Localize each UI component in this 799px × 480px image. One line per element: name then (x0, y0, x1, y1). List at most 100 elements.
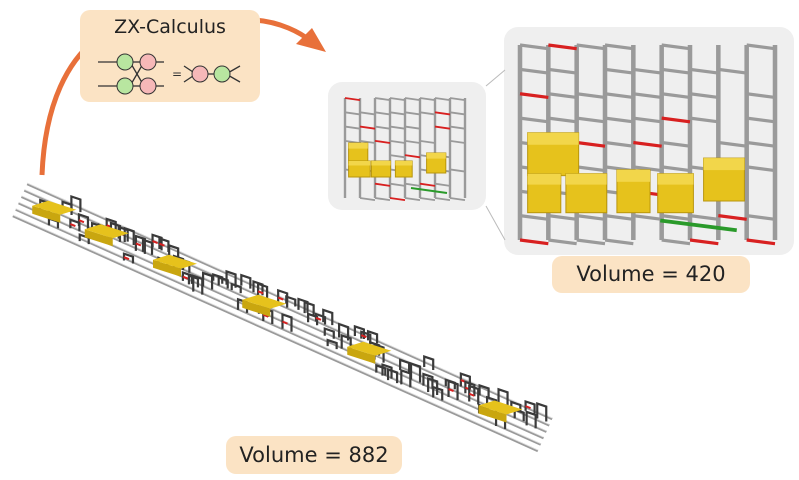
horizontal-pipe (689, 92, 719, 99)
block-top (84, 224, 129, 239)
yellow-block-top (348, 161, 371, 166)
horizontal-pipe (374, 125, 391, 130)
red-edge (525, 405, 531, 410)
horizontal-pipe (404, 182, 421, 187)
horizontal-pipe (604, 67, 634, 75)
horizontal-pipe (576, 43, 606, 51)
stitch-pipe (322, 308, 334, 326)
horizontal-pipe (404, 197, 421, 202)
horizontal-pipe (746, 214, 776, 221)
green-edge (660, 218, 737, 233)
stitch-pipe (422, 372, 434, 389)
horizontal-pipe (633, 67, 662, 75)
stitch-pipe (400, 368, 412, 388)
stitch-pipe (141, 238, 154, 255)
stitch-pipe (510, 400, 522, 412)
yellow-block-top (657, 173, 694, 185)
horizontal-pipe (604, 43, 634, 51)
red-edge (70, 223, 76, 227)
stitch-pipe (386, 367, 399, 384)
horizontal-pipe (576, 92, 606, 99)
horizontal-pipe (576, 238, 606, 246)
zx-equals-sign: = (172, 67, 182, 81)
rail-pipe (12, 214, 539, 453)
stitch-pipe (314, 312, 327, 325)
stitch-pipe (353, 324, 365, 340)
stitch-pipe (281, 312, 293, 332)
horizontal-pipe (449, 97, 466, 102)
horizontal-pipe (576, 214, 606, 221)
rail-pipe (15, 208, 542, 446)
red-edge (123, 256, 130, 261)
yellow-block-top (426, 153, 446, 159)
stitch-pipe (192, 274, 204, 295)
horizontal-pipe (576, 116, 606, 124)
horizontal-pipe (389, 139, 406, 144)
horizontal-pipe (746, 116, 776, 124)
stitch-pipe (225, 269, 237, 288)
horizontal-pipe (449, 168, 466, 173)
stitch-pipe (497, 387, 509, 407)
volume-420-label: Volume = 420 (552, 256, 750, 293)
yellow-block-top (527, 132, 579, 145)
rail-highlight (15, 208, 541, 444)
red-edge (468, 392, 475, 397)
stitch-pipe (240, 273, 252, 289)
arrow-head-icon (296, 28, 326, 52)
horizontal-pipe (633, 214, 662, 221)
red-edge (282, 320, 288, 325)
stitch-pipe (217, 275, 229, 289)
red-edge (277, 296, 284, 301)
horizontal-pipe (344, 125, 361, 130)
horizontal-pipe (746, 140, 776, 148)
red-edge (78, 219, 85, 224)
horizontal-pipe (404, 125, 421, 130)
red-edge (374, 139, 391, 144)
volume-882-label: Volume = 882 (226, 436, 402, 474)
horizontal-pipe (389, 111, 406, 116)
stitch-pipe (432, 385, 444, 401)
red-edge (159, 242, 165, 247)
horizontal-pipe (548, 214, 577, 221)
green-spider-icon (213, 65, 231, 83)
stitch-pipe (181, 271, 194, 284)
horizontal-pipe (359, 139, 376, 144)
stitch-pipe (513, 408, 525, 422)
red-edge (315, 316, 322, 321)
red-edge (152, 240, 158, 245)
red-edge (434, 111, 451, 116)
stitch-pipe (201, 271, 214, 290)
block-top (32, 200, 77, 215)
horizontal-pipe (419, 111, 436, 116)
stitch-pipe (524, 399, 536, 414)
block-top (347, 341, 392, 356)
red-edge (182, 275, 189, 280)
yellow-block-top (527, 173, 561, 185)
horizontal-pipe (633, 116, 662, 124)
horizontal-pipe (604, 140, 634, 148)
horizontal-pipe (374, 97, 391, 102)
red-edge (262, 313, 269, 318)
horizontal-pipe (404, 97, 421, 102)
long-layout (12, 182, 553, 453)
horizontal-pipe (661, 43, 691, 51)
yellow-block-top (348, 143, 368, 149)
horizontal-pipe (519, 43, 549, 51)
horizontal-pipe (576, 165, 606, 173)
stitch-pipe (323, 327, 335, 339)
horizontal-pipe (419, 97, 436, 102)
green-spider-icon (116, 77, 134, 95)
horizontal-pipe (404, 139, 421, 144)
stitch-pipe (360, 330, 372, 342)
red-edge (359, 125, 376, 130)
red-edge (718, 214, 747, 221)
horizontal-pipe (359, 111, 376, 116)
horizontal-pipe (344, 111, 361, 116)
zoomed-cube-layout (517, 43, 778, 246)
block-side (478, 405, 507, 423)
stitch-pipe (423, 355, 435, 370)
block-top (242, 294, 287, 309)
horizontal-pipe (434, 182, 451, 187)
horizontal-pipe (661, 67, 691, 75)
